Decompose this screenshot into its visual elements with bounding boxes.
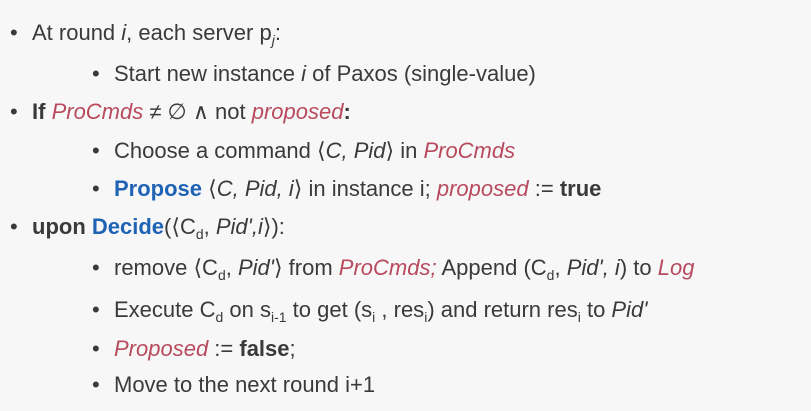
- text: ,: [225, 255, 238, 280]
- text: Append (C: [436, 255, 547, 280]
- text: ;: [289, 336, 296, 361]
- bullet-line-4: • Choose a command ⟨C, Pid⟩ in ProCmds: [92, 137, 515, 165]
- text: on s: [223, 297, 271, 322]
- text: ,: [554, 255, 567, 280]
- subscript: i: [577, 309, 581, 325]
- text: :: [274, 20, 281, 45]
- subscript: d: [195, 226, 204, 242]
- text: remove ⟨C: [114, 255, 218, 280]
- subscript: d: [217, 267, 226, 283]
- bullet-line-7: •remove ⟨Cd, Pid'⟩ from ProCmds; Append …: [92, 254, 694, 282]
- text: ⟩ in: [385, 138, 424, 163]
- text: If: [32, 99, 52, 124]
- bullet-icon: •: [10, 99, 18, 124]
- text: Choose a command ⟨: [114, 138, 326, 163]
- bullet-line-9: • Proposed := false;: [92, 335, 296, 363]
- bullet-line-5: • Propose ⟨C, Pid, i⟩ in instance i; prop…: [92, 175, 601, 203]
- bullet-icon: •: [92, 372, 100, 397]
- text: :=: [208, 336, 240, 361]
- text: upon: [32, 214, 92, 239]
- text: ) and return res: [427, 297, 578, 322]
- text: ⟩):: [262, 214, 285, 239]
- subscript: j: [271, 32, 275, 48]
- text: ⟩ in instance i;: [293, 176, 437, 201]
- text: of Paxos (single-value): [306, 61, 536, 86]
- text: , each server p: [126, 20, 272, 45]
- text: At round: [32, 20, 122, 45]
- subscript: i: [372, 309, 376, 325]
- text: Log: [657, 255, 695, 280]
- bullet-line-10: • Move to the next round i+1: [92, 371, 375, 399]
- text: proposed: [251, 99, 344, 124]
- bullet-icon: •: [92, 297, 100, 322]
- text: ProCmds: [423, 138, 516, 163]
- text: (⟨C: [164, 214, 196, 239]
- bullet-icon: •: [92, 336, 100, 361]
- bullet-icon: •: [92, 138, 100, 163]
- bullet-icon: •: [92, 61, 100, 86]
- bullet-line-6: • upon Decide(⟨Cd, Pid',i⟩):: [10, 213, 285, 241]
- text: i: [121, 20, 127, 45]
- text: ProCmds: [51, 99, 144, 124]
- subscript: i: [424, 309, 428, 325]
- bullet-line-2: • Start new instance i of Paxos (single-v…: [92, 60, 536, 88]
- text: ⟩ from: [273, 255, 339, 280]
- subscript: d: [546, 267, 555, 283]
- text: Pid': [237, 255, 274, 280]
- text: i: [301, 61, 306, 86]
- text: ProCmds;: [338, 255, 437, 280]
- subscript: d: [215, 309, 224, 325]
- bullet-line-8: •Execute Cd on si-1 to get (si , resi) a…: [92, 296, 647, 324]
- text: Proposed: [114, 336, 209, 361]
- text: Execute C: [114, 297, 216, 322]
- text: C, Pid: [325, 138, 386, 163]
- text: true: [559, 176, 602, 201]
- text: ) to: [619, 255, 658, 280]
- text: ,: [203, 214, 216, 239]
- text: Decide: [91, 214, 165, 239]
- bullet-icon: •: [10, 20, 18, 45]
- text: Pid',i: [215, 214, 263, 239]
- text: to: [580, 297, 612, 322]
- text: Pid': [611, 297, 648, 322]
- text: false: [239, 336, 290, 361]
- text: :: [343, 99, 351, 124]
- text: Move to the next round i+1: [114, 372, 376, 397]
- text: Pid', i: [566, 255, 620, 280]
- text: :=: [528, 176, 560, 201]
- text: Start new instance: [114, 61, 302, 86]
- bullet-line-1: • At round i, each server pj:: [10, 19, 281, 47]
- bullet-icon: •: [92, 255, 100, 280]
- text: C, Pid, i: [216, 176, 294, 201]
- text: , res: [375, 297, 425, 322]
- text: Propose: [114, 176, 203, 201]
- subscript: i-1: [271, 309, 287, 325]
- text: to get (s: [286, 297, 373, 322]
- bullet-icon: •: [92, 176, 100, 201]
- bullet-icon: •: [10, 214, 18, 239]
- bullet-line-3: • If ProCmds ≠ ∅ ∧ not proposed:: [10, 98, 351, 126]
- text: ≠ ∅ ∧ not: [143, 99, 252, 124]
- text: proposed: [436, 176, 529, 201]
- text: ⟨: [202, 176, 217, 201]
